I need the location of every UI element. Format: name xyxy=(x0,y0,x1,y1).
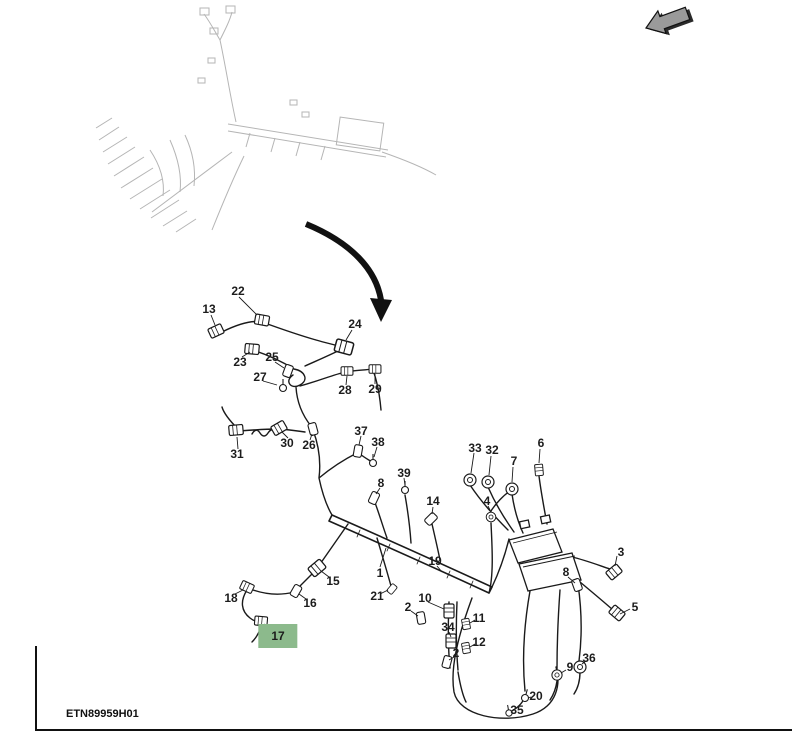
callout-24[interactable]: 24 xyxy=(348,317,362,331)
callout-31[interactable]: 31 xyxy=(230,447,244,461)
callout-12[interactable]: 12 xyxy=(472,635,486,649)
page-border-bottom xyxy=(35,729,792,731)
callout-6[interactable]: 6 xyxy=(537,436,545,450)
callout-4[interactable]: 4 xyxy=(483,494,491,508)
callout-33[interactable]: 33 xyxy=(468,441,482,455)
transfer-arrow-icon xyxy=(304,221,392,322)
leader-lines xyxy=(210,296,631,699)
relay-boxes xyxy=(508,514,582,592)
callout-34[interactable]: 34 xyxy=(441,620,455,634)
page-border-left xyxy=(35,646,37,731)
callout-11[interactable]: 11 xyxy=(472,611,486,625)
callout-37[interactable]: 37 xyxy=(354,424,368,438)
callout-29[interactable]: 29 xyxy=(368,382,382,396)
callout-1[interactable]: 1 xyxy=(376,566,384,580)
callout-17[interactable]: 17 xyxy=(258,624,298,648)
overview-sketch xyxy=(95,5,437,233)
callout-21[interactable]: 21 xyxy=(370,589,384,603)
callout-38[interactable]: 38 xyxy=(371,435,385,449)
figure-code: ETN89959H01 xyxy=(66,708,139,720)
callout-36[interactable]: 36 xyxy=(582,651,596,665)
callout-8-lower[interactable]: 8 xyxy=(562,565,570,579)
callout-13[interactable]: 13 xyxy=(202,302,216,316)
callout-25[interactable]: 25 xyxy=(265,350,279,364)
callout-32[interactable]: 32 xyxy=(485,443,499,457)
callout-39[interactable]: 39 xyxy=(397,466,411,480)
callout-27[interactable]: 27 xyxy=(253,370,267,384)
callout-14[interactable]: 14 xyxy=(426,494,440,508)
callout-26[interactable]: 26 xyxy=(302,438,316,452)
harness-lines xyxy=(221,320,614,719)
connector-glyphs xyxy=(206,313,627,718)
callout-18[interactable]: 18 xyxy=(224,591,238,605)
callout-5[interactable]: 5 xyxy=(631,600,639,614)
callout-3[interactable]: 3 xyxy=(617,545,625,559)
callout-15[interactable]: 15 xyxy=(326,574,340,588)
callout-22[interactable]: 22 xyxy=(231,284,245,298)
callout-2-right[interactable]: 2 xyxy=(452,646,460,660)
callout-7[interactable]: 7 xyxy=(510,454,518,468)
callout-20[interactable]: 20 xyxy=(529,689,543,703)
callout-35[interactable]: 35 xyxy=(510,703,524,717)
callout-16[interactable]: 16 xyxy=(303,596,317,610)
callout-2-left[interactable]: 2 xyxy=(404,600,412,614)
callout-10[interactable]: 10 xyxy=(418,591,432,605)
sheet-back-arrow-icon[interactable] xyxy=(636,0,706,50)
callout-30[interactable]: 30 xyxy=(280,436,294,450)
callout-28[interactable]: 28 xyxy=(338,383,352,397)
callout-9[interactable]: 9 xyxy=(566,660,574,674)
callout-19[interactable]: 19 xyxy=(428,554,442,568)
callout-8-upper[interactable]: 8 xyxy=(377,476,385,490)
callout-23[interactable]: 23 xyxy=(233,355,247,369)
